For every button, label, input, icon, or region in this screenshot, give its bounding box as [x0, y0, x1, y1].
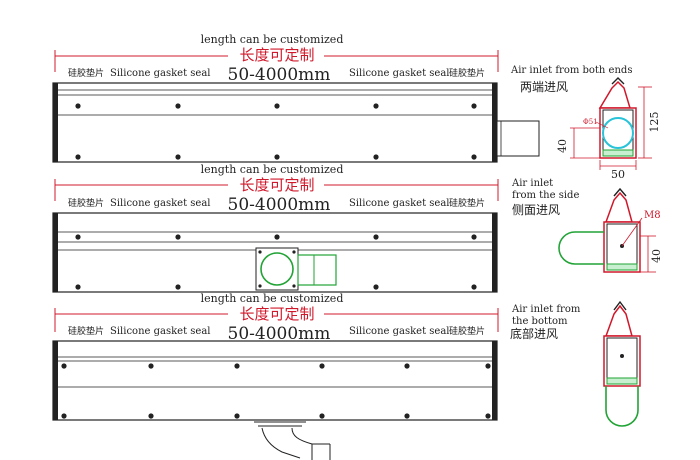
inlet-title-en-line2: from the side	[512, 190, 579, 201]
dim-40: 40	[556, 139, 569, 153]
bottom-inlet-elbow	[254, 421, 331, 460]
length-range: 50-4000mm	[228, 324, 331, 344]
section-bottom: length can be customized 长度可定制 50-4000mm…	[52, 292, 641, 460]
dim-width-50: 50	[611, 168, 625, 181]
screw-row-bottom	[61, 413, 491, 419]
seal-label-left-en: Silicone gasket seal	[110, 68, 210, 79]
side-inlet-flange	[255, 247, 337, 291]
length-note-cn: 长度可定制	[239, 176, 314, 194]
screw-row-top	[75, 103, 477, 109]
seal-label-left-en: Silicone gasket seal	[110, 198, 210, 209]
seal-label-right-cn: 硅胶垫片	[449, 325, 485, 337]
cross-section-side: M8 40	[558, 187, 663, 273]
dim-diameter: Φ51	[583, 118, 598, 126]
inlet-title-en-line1: Air inlet from	[511, 304, 581, 315]
end-inlet-pipe	[496, 120, 540, 157]
seal-label-right-en: Silicone gasket seal	[349, 68, 449, 79]
inlet-title-en-line2: the bottom	[512, 316, 568, 327]
inlet-title-cn: 底部进风	[510, 326, 558, 341]
length-note-en: length can be customized	[201, 163, 344, 176]
air-knife-body	[52, 82, 498, 163]
length-range: 50-4000mm	[228, 65, 331, 85]
length-note-cn: 长度可定制	[239, 46, 314, 64]
screw-row-top	[61, 363, 491, 369]
section-side: length can be customized 长度可定制 50-4000mm…	[52, 163, 663, 293]
seal-label-right-en: Silicone gasket seal	[349, 198, 449, 209]
length-note-en: length can be customized	[201, 292, 344, 305]
air-knife-body	[52, 340, 498, 421]
dim-height-125: 125	[648, 112, 661, 133]
inlet-title-en: Air inlet from both ends	[510, 65, 632, 76]
gasket-left	[53, 83, 58, 162]
seal-label-right-cn: 硅胶垫片	[449, 197, 485, 209]
inlet-title-cn: 侧面进风	[512, 203, 560, 217]
screw-row-bottom	[75, 284, 477, 290]
length-note-cn: 长度可定制	[239, 305, 314, 323]
cross-section-bottom	[603, 300, 641, 427]
dim-m8: M8	[644, 210, 661, 221]
length-note-en: length can be customized	[201, 33, 344, 46]
screw-row-bottom	[75, 154, 477, 160]
inlet-title-cn: 两端进风	[520, 80, 568, 94]
cross-section-both-ends: 125 40 50 Φ51	[556, 77, 661, 181]
inlet-title-en-line1: Air inlet	[511, 178, 553, 189]
dim-40: 40	[650, 249, 663, 263]
seal-label-left-cn: 硅胶垫片	[68, 197, 104, 209]
section-both-ends: length can be customized 长度可定制 50-4000mm…	[52, 33, 661, 181]
length-range: 50-4000mm	[228, 195, 331, 215]
screw-row-top	[75, 234, 477, 240]
seal-label-left-cn: 硅胶垫片	[68, 325, 104, 337]
seal-label-left-en: Silicone gasket seal	[110, 326, 210, 337]
seal-label-right-cn: 硅胶垫片	[449, 67, 485, 79]
gasket-right	[492, 83, 497, 162]
seal-label-left-cn: 硅胶垫片	[68, 67, 104, 79]
seal-label-right-en: Silicone gasket seal	[349, 326, 449, 337]
